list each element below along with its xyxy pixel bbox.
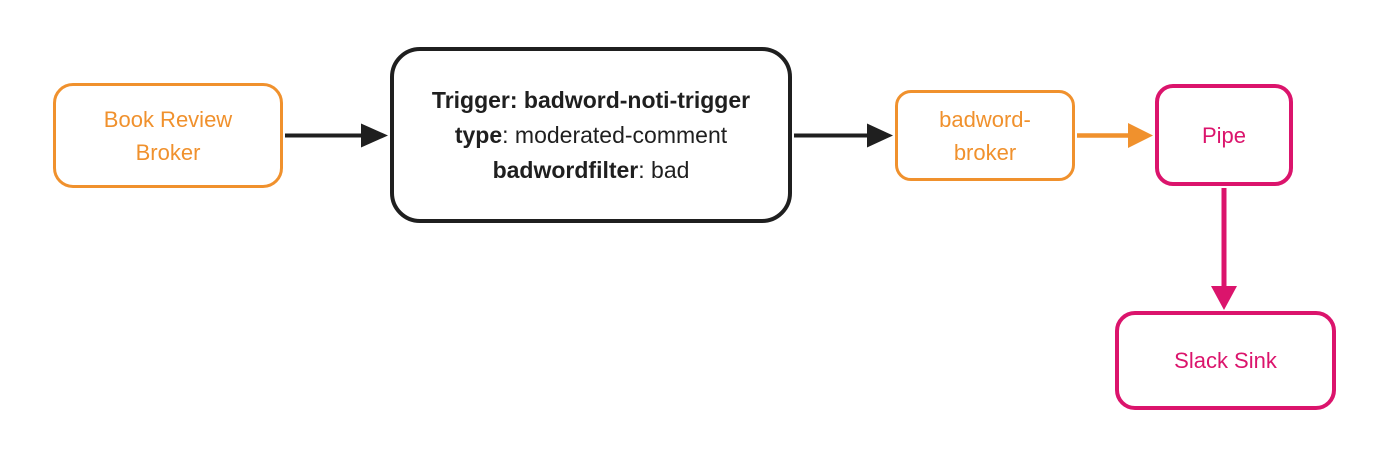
arrow-pipe-to-slack-sink [1211,188,1237,310]
node-slack-sink-label: Slack Sink [1174,348,1277,373]
node-book-review-broker: Book Review Broker [53,83,283,188]
node-badword-broker: badword-broker [895,90,1075,181]
trigger-line-name: Trigger: badword-noti-trigger [431,86,751,113]
node-badword-broker-label: badword-broker [939,106,1031,165]
node-pipe: Pipe [1155,84,1293,186]
node-trigger: Trigger: badword-noti-trigger type: mode… [390,47,792,223]
trigger-line-type: type: moderated-comment [454,121,728,148]
arrow-badword-broker-to-pipe [1077,123,1153,148]
arrow-book-review-broker-to-trigger [285,123,388,148]
node-trigger-text: Trigger: badword-noti-trigger type: mode… [432,83,750,188]
arrow-trigger-to-badword-broker [794,123,893,148]
node-book-review-broker-label: Book Review Broker [103,106,233,165]
node-slack-sink: Slack Sink [1115,311,1336,410]
trigger-line-filter: badwordfilter: bad [492,156,690,183]
node-pipe-label: Pipe [1201,122,1247,148]
